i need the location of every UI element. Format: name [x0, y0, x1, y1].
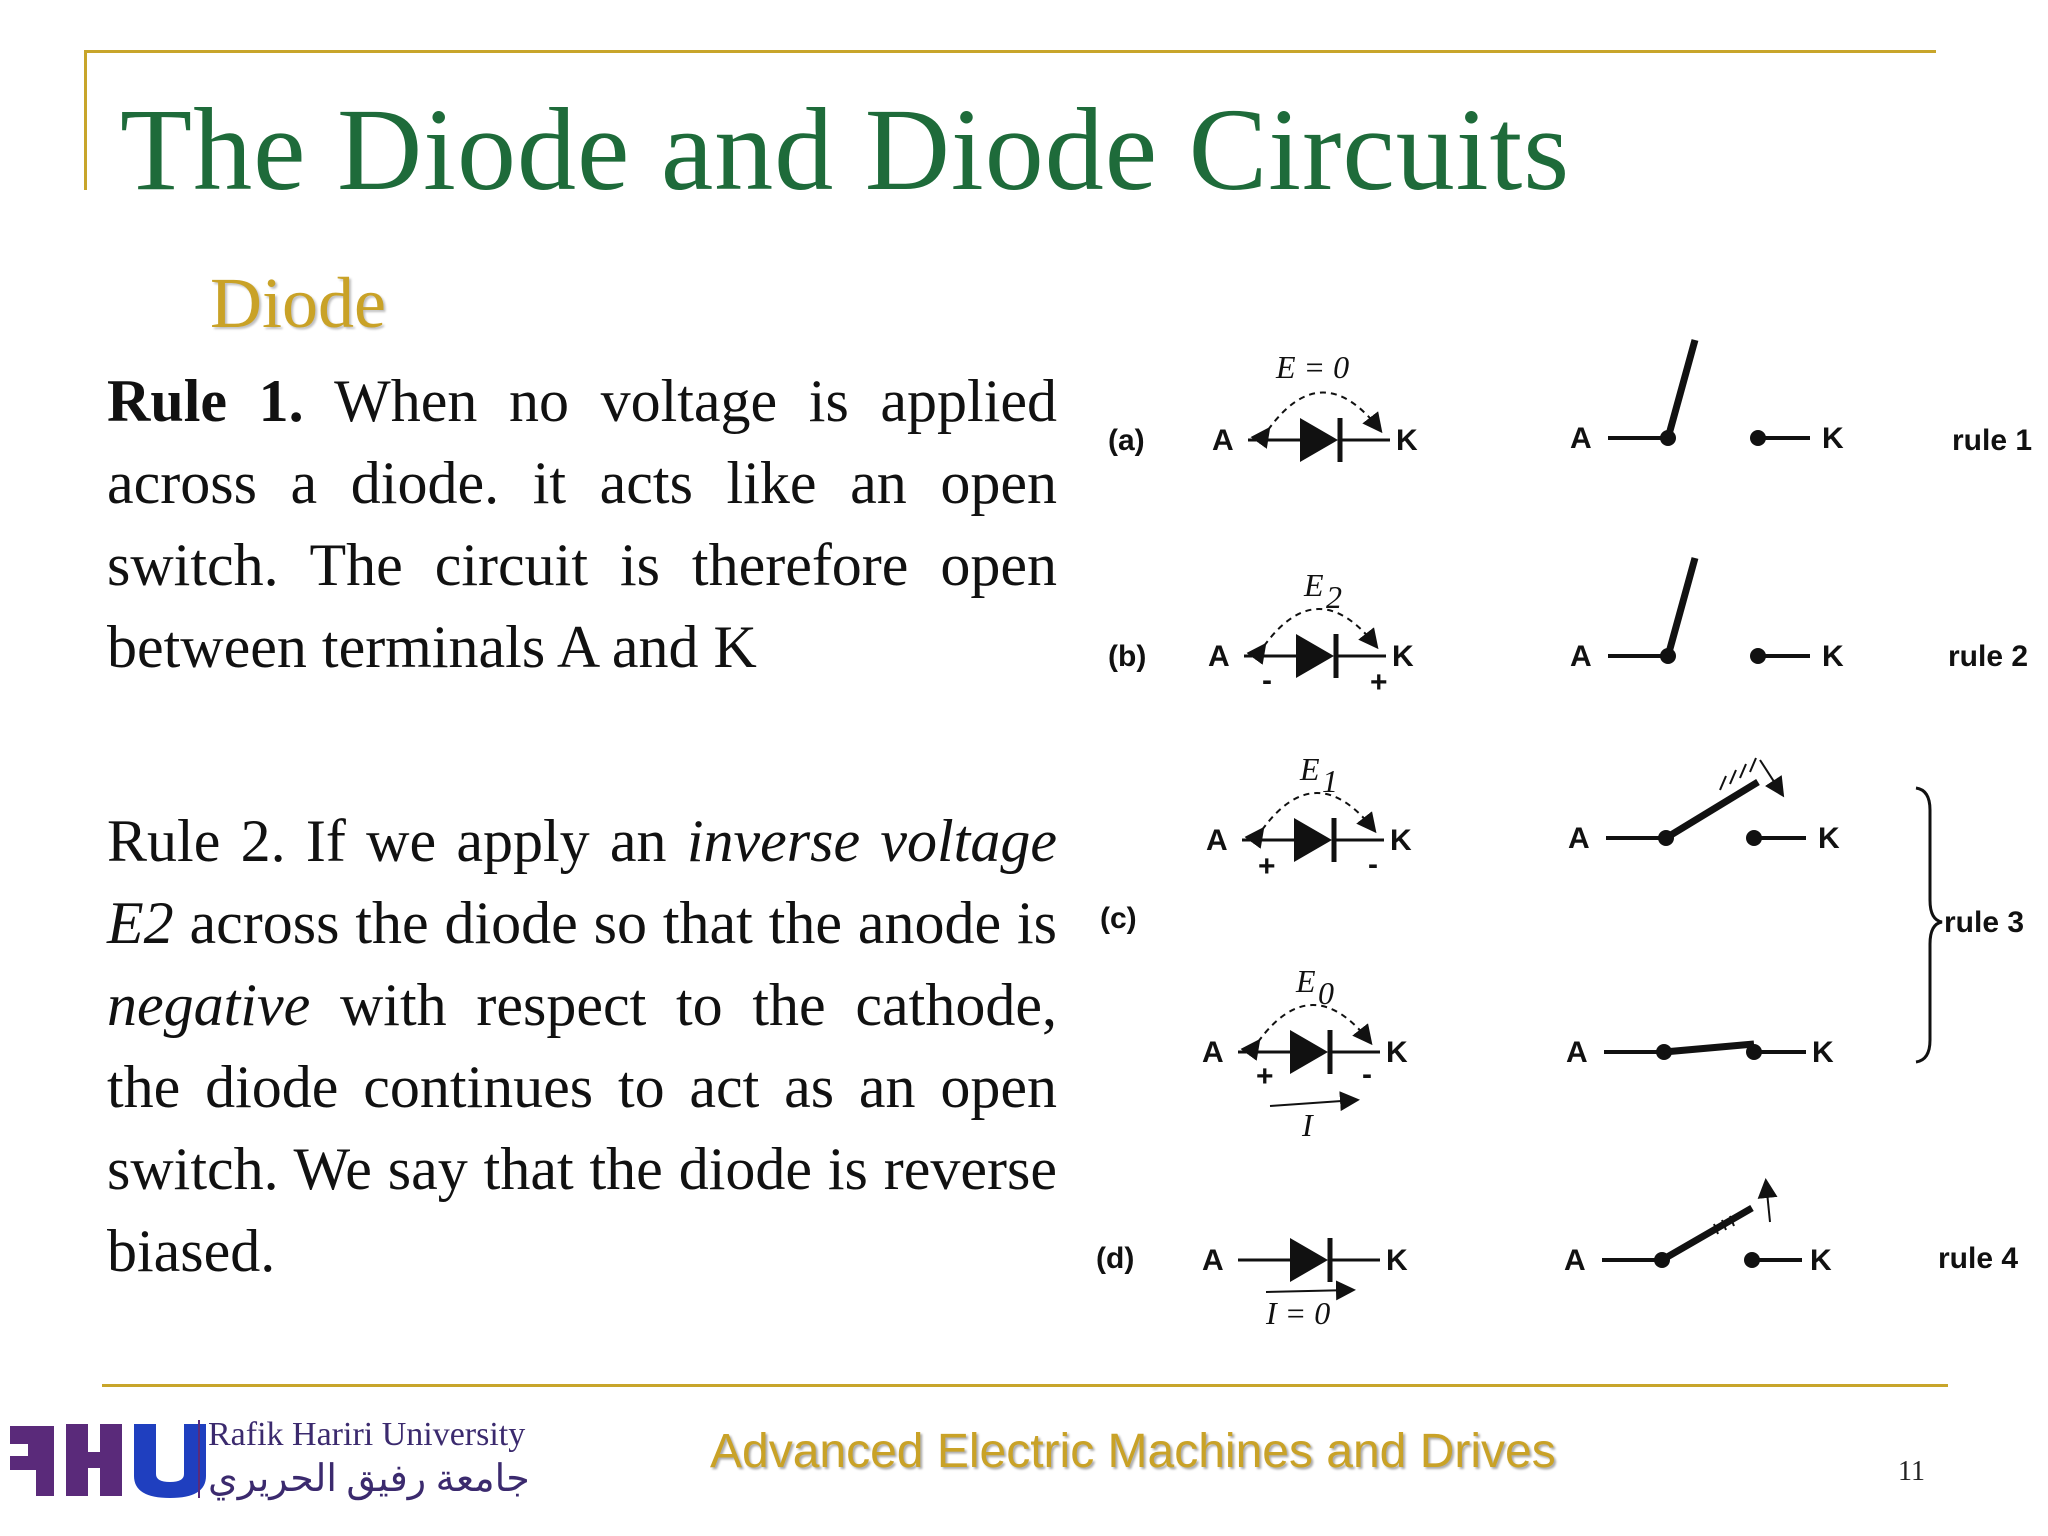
switch-cathode-label-a: K — [1822, 422, 1844, 455]
switch-anode-label-c1: A — [1568, 822, 1590, 855]
rule-2-italic-2: negative — [107, 972, 311, 1038]
switch-anode-label-c2: A — [1566, 1036, 1588, 1069]
anode-label-b: A — [1208, 640, 1230, 673]
switch-closing-c: A K — [1568, 757, 1840, 855]
switch-closed-c: A K — [1566, 1036, 1834, 1069]
rule-1-paragraph: Rule 1. When no voltage is applied acros… — [107, 360, 1057, 688]
rule-label-1: rule 1 — [1952, 424, 2032, 457]
slide-title: The Diode and Diode Circuits — [120, 84, 1571, 215]
switch-anode-label-a: A — [1570, 422, 1592, 455]
rule-2-italic-1: inverse voltage E2 — [107, 808, 1057, 956]
course-title: Advanced Electric Machines and Drives — [710, 1425, 1556, 1478]
cathode-label-d: K — [1386, 1244, 1408, 1277]
diode-d: A K I = 0 — [1202, 1238, 1408, 1331]
diode-c1: A K E 1 + - — [1206, 751, 1412, 883]
current-label-c2: I — [1301, 1107, 1314, 1143]
current-label-d: I = 0 — [1265, 1295, 1330, 1331]
polarity-plus-b: + — [1370, 666, 1388, 699]
anode-label-c1: A — [1206, 824, 1228, 857]
cathode-label-a: K — [1396, 424, 1418, 457]
polarity-minus-b: - — [1262, 664, 1272, 697]
anode-label-d: A — [1202, 1244, 1224, 1277]
voltage-subscript-b: 2 — [1326, 579, 1342, 615]
title-frame-left — [84, 50, 87, 190]
title-frame-top — [84, 50, 1936, 53]
polarity-minus-c1: - — [1368, 848, 1378, 881]
voltage-subscript-c1: 1 — [1322, 763, 1338, 799]
switch-cathode-label-c2: K — [1812, 1036, 1834, 1069]
voltage-label-b: E — [1303, 567, 1324, 603]
voltage-label-a: E = 0 — [1275, 349, 1349, 385]
voltage-label-c1: E — [1299, 751, 1320, 787]
diode-c2: A K E 0 + - I — [1202, 963, 1408, 1143]
rule-label-2: rule 2 — [1948, 640, 2028, 673]
row-label-d: (d) — [1096, 1242, 1134, 1275]
switch-cathode-label-b: K — [1822, 640, 1844, 673]
switch-opening-d: A K — [1564, 1178, 1832, 1277]
page-number: 11 — [1898, 1456, 1925, 1487]
footer-divider — [102, 1384, 1948, 1387]
voltage-subscript-c2: 0 — [1318, 975, 1334, 1011]
switch-open-b: A K — [1570, 557, 1844, 673]
switch-cathode-label-c1: K — [1818, 822, 1840, 855]
university-name-arabic: جامعة رفيق الحريري — [208, 1458, 530, 1500]
rule-3-bracket — [1915, 786, 1943, 1064]
slide-subtitle: Diode — [210, 263, 386, 343]
cathode-label-c1: K — [1390, 824, 1412, 857]
diode-rules-diagram: (a) (b) (c) (d) rule 1 rule 2 rule 3 rul… — [1096, 339, 2032, 1331]
anode-label-a: A — [1212, 424, 1234, 457]
logo-separator — [198, 1420, 200, 1498]
rule-2-paragraph: Rule 2. If we apply an inverse voltage E… — [107, 800, 1057, 1292]
row-label-b: (b) — [1108, 640, 1146, 673]
rule-label-3: rule 3 — [1944, 906, 2024, 939]
rule-2-text-3: with respect to the cathode, the diode c… — [107, 972, 1057, 1284]
rhu-logo — [10, 1418, 210, 1500]
switch-open-a: A K — [1570, 339, 1844, 455]
switch-anode-label-b: A — [1570, 640, 1592, 673]
polarity-plus-c2: + — [1256, 1060, 1274, 1093]
rhu-logo-icon — [10, 1424, 206, 1498]
cathode-label-c2: K — [1386, 1036, 1408, 1069]
anode-label-c2: A — [1202, 1036, 1224, 1069]
polarity-plus-c1: + — [1258, 850, 1276, 883]
polarity-minus-c2: - — [1362, 1058, 1372, 1091]
rule-2-text-1: Rule 2. If we apply an — [107, 808, 687, 874]
rule-2-text-2: across the diode so that the anode is — [173, 890, 1057, 956]
voltage-label-c2: E — [1295, 963, 1316, 999]
rule-label-4: rule 4 — [1938, 1242, 2018, 1275]
cathode-label-b: K — [1392, 640, 1414, 673]
rule-1-label: Rule 1. — [107, 368, 304, 434]
university-name-english: Rafik Hariri University — [208, 1416, 526, 1453]
diode-rules-figure: (a) (b) (c) (d) rule 1 rule 2 rule 3 rul… — [1090, 320, 2048, 1370]
diode-a: A K E = 0 — [1212, 349, 1418, 462]
diode-b: A K E 2 - + — [1208, 567, 1414, 699]
rule-1-text: When no voltage is applied across a diod… — [107, 368, 1058, 680]
switch-anode-label-d: A — [1564, 1244, 1586, 1277]
row-label-a: (a) — [1108, 424, 1145, 457]
row-label-c: (c) — [1100, 902, 1137, 935]
switch-cathode-label-d: K — [1810, 1244, 1832, 1277]
